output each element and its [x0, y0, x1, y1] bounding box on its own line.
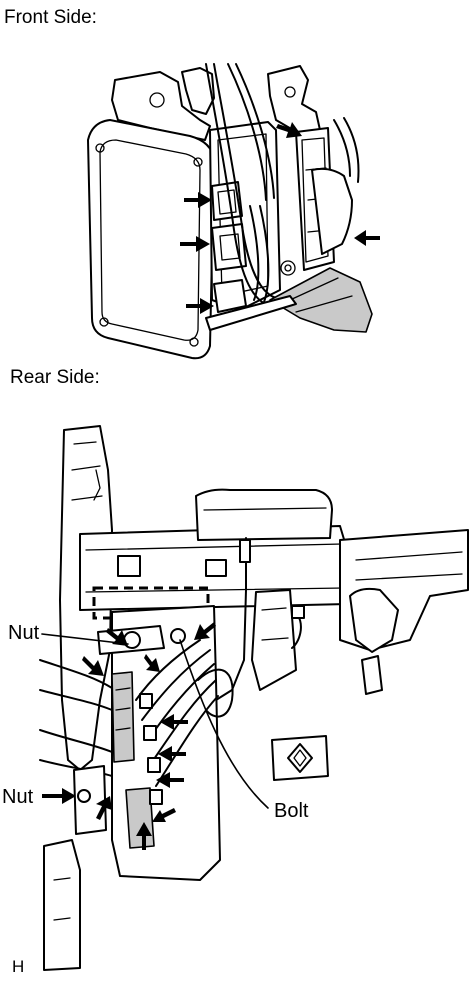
figure-code: H [12, 957, 25, 976]
arrow-icon [158, 746, 186, 762]
arrow-icon [184, 192, 212, 208]
front-side-illustration [87, 63, 373, 360]
arrow-icon [186, 298, 214, 314]
arrow-icon [160, 714, 188, 730]
nut-callout-lower: Nut [2, 786, 34, 808]
rear-arrows [42, 622, 216, 850]
arrow-icon [180, 236, 210, 252]
nut-callout-upper: Nut [8, 622, 40, 644]
arrow-icon [276, 122, 302, 138]
leader-lines [41, 633, 269, 809]
arrow-icon [194, 622, 216, 640]
bolt-callout: Bolt [274, 800, 309, 822]
arrow-icon [136, 822, 152, 850]
arrow-icon [152, 808, 176, 822]
arrow-icon [144, 654, 160, 672]
arrow-icon [354, 230, 380, 246]
arrow-icon [96, 796, 112, 820]
arrow-icon [106, 628, 128, 646]
arrow-icon [42, 788, 76, 804]
arrow-icon [156, 772, 184, 788]
arrow-icon [82, 656, 104, 676]
front-arrows [180, 122, 380, 314]
front-side-heading: Front Side: [4, 7, 97, 28]
rear-side-illustration [39, 425, 469, 971]
rear-side-heading: Rear Side: [10, 367, 100, 388]
